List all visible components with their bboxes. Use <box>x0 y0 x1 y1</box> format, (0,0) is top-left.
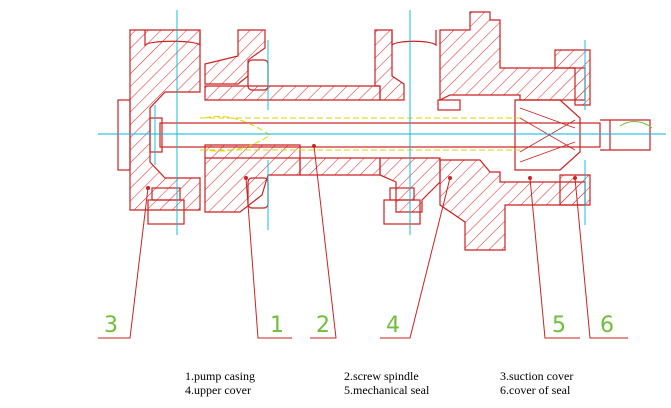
pump-casing-upper-section <box>204 85 381 101</box>
leader-dots <box>146 144 577 190</box>
seal-cover-lower-section <box>559 174 591 206</box>
outline-details <box>117 30 651 225</box>
legend-item-4: 4.upper cover <box>185 383 251 397</box>
callout-5: 5 <box>552 313 566 338</box>
legend-item-5: 5.mechanical seal <box>344 383 430 397</box>
pump-casing-left-section <box>204 29 266 85</box>
callout-4: 4 <box>386 313 400 338</box>
leader-lines <box>98 145 628 339</box>
parts-legend: 1.pump casing 4.upper cover 2.screw spin… <box>185 369 573 397</box>
pump-casing-lower-band <box>205 157 381 176</box>
callout-6: 6 <box>600 313 614 338</box>
section-bodies <box>129 11 591 251</box>
hidden-lines <box>200 116 653 152</box>
screw-spindle-outline <box>159 122 601 148</box>
legend-item-1: 1.pump casing <box>185 369 255 383</box>
mechanical-seal-outline <box>514 99 581 171</box>
callout-2: 2 <box>316 313 330 338</box>
legend-item-6: 6.cover of seal <box>500 383 571 397</box>
callout-3: 3 <box>104 313 118 338</box>
callout-1: 1 <box>270 313 284 338</box>
suction-cover-section <box>129 29 201 211</box>
right-body-section <box>439 11 586 101</box>
seal-cover-section <box>554 49 591 106</box>
legend-item-3: 3.suction cover <box>500 369 573 383</box>
center-lines <box>98 10 666 235</box>
legend-item-2: 2.screw spindle <box>344 369 419 383</box>
